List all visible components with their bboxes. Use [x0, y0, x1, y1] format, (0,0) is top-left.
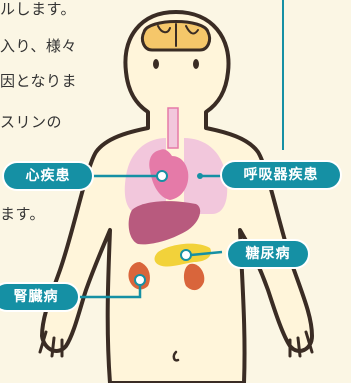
- right-kidney: [183, 263, 205, 291]
- label-diabetes: 糖尿病: [228, 241, 308, 267]
- label-heart-disease: 心疾患: [4, 163, 92, 189]
- body-text-line-1: ルします。: [0, 0, 77, 18]
- body-text-line-4: スリンの: [0, 113, 63, 131]
- label-respiratory-disease: 呼吸器疾患: [222, 162, 340, 188]
- brain-organ: [140, 20, 212, 52]
- body-text-line-3: 因となりま: [0, 72, 78, 90]
- callout-vertical-line: [282, 0, 284, 150]
- body-text-line-5: ます。: [0, 205, 46, 223]
- body-text-line-2: 入り、様々: [0, 37, 77, 55]
- body-silhouette: [40, 10, 314, 383]
- heart-organ: [149, 149, 189, 200]
- label-kidney-disease: 腎臓病: [0, 284, 78, 310]
- liver-organ: [128, 201, 201, 245]
